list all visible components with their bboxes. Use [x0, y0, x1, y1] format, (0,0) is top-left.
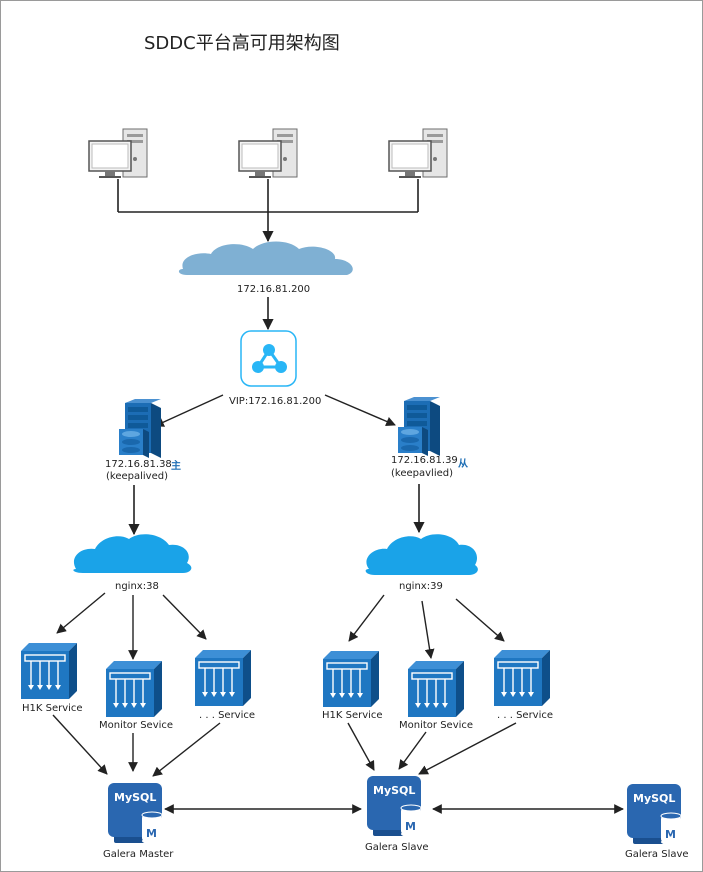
server-left-tag: 主 [171, 459, 181, 472]
server-right-tag: 从 [458, 458, 468, 470]
service-right-1-icon [322, 650, 380, 708]
client-pc-icon [238, 128, 298, 179]
server-right-sub: (keepavlied) [391, 468, 453, 479]
svg-text:M: M [665, 828, 676, 841]
service-right-3-icon [493, 649, 551, 707]
server-master-icon [119, 399, 161, 458]
client-pc-icon [88, 128, 148, 179]
service-right-3-label: . . . Service [497, 710, 553, 721]
db-slave2-icon: MySQL M [626, 783, 682, 846]
svg-text:M: M [146, 827, 157, 840]
service-left-2-label: Monitor Sevice [99, 720, 173, 731]
service-right-2-icon [407, 660, 465, 718]
vip-share-icon [240, 330, 297, 387]
server-right-ip: 172.16.81.39 [391, 455, 458, 466]
service-left-3-icon [194, 649, 252, 707]
server-left-ip: 172.16.81.38 [105, 459, 172, 470]
diagram-title: SDDC平台高可用架构图 [144, 33, 340, 54]
client-connectors [117, 179, 419, 243]
nginx-right-label: nginx:39 [399, 581, 443, 592]
svg-text:MySQL: MySQL [373, 784, 415, 797]
service-left-1-icon [20, 642, 78, 700]
nginx-left-label: nginx:38 [115, 581, 159, 592]
service-left-1-label: H1K Service [22, 703, 83, 714]
cloud-icon [178, 241, 353, 275]
server-backup-icon [398, 397, 440, 456]
db-slave1-label: Galera Slave [365, 842, 429, 853]
vip-label: VIP:172.16.81.200 [229, 396, 321, 407]
service-left-2-icon [105, 660, 163, 718]
nginx-right-cloud-icon [365, 534, 478, 575]
service-left-3-label: . . . Service [199, 710, 255, 721]
svg-text:M: M [405, 820, 416, 833]
client-pc-icon [388, 128, 448, 179]
db-slave2-label: Galera Slave [625, 849, 689, 860]
db-slave1-icon: MySQL M [366, 775, 422, 838]
svg-text:MySQL: MySQL [114, 791, 156, 804]
db-master-label: Galera Master [103, 849, 174, 860]
service-right-1-label: H1K Service [322, 710, 383, 721]
db-master-icon: MySQL M [107, 782, 163, 845]
server-left-sub: (keepalived) [106, 471, 168, 482]
nginx-left-cloud-icon [73, 534, 192, 573]
svg-text:MySQL: MySQL [633, 792, 675, 805]
cloud-ip-label: 172.16.81.200 [237, 284, 310, 295]
service-right-2-label: Monitor Sevice [399, 720, 473, 731]
